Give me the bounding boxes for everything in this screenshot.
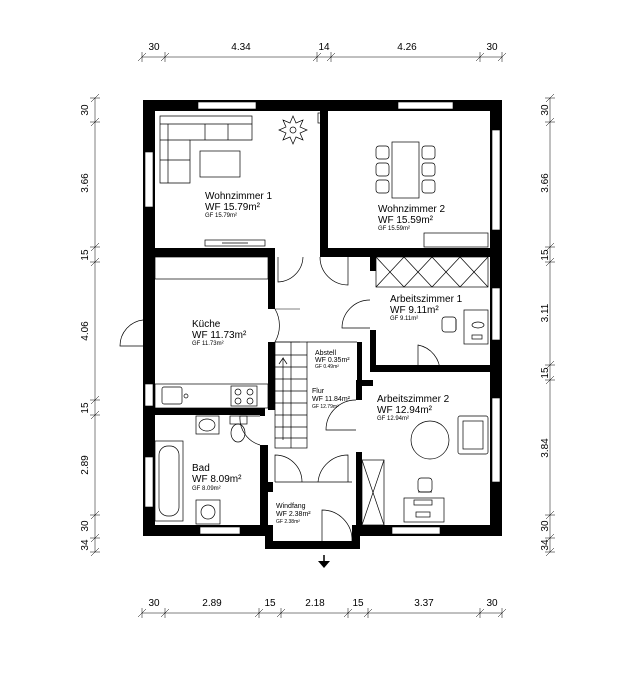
room-wf: WF 15.79m² (205, 202, 261, 213)
dim-right-4: 15 (540, 367, 551, 379)
entrance-arrow-icon (318, 555, 330, 568)
dim-top-0: 30 (148, 42, 160, 53)
dim-bottom-5: 3.37 (414, 598, 434, 609)
room-wf: WF 2.38m² (276, 511, 311, 518)
dim-bottom-6: 30 (486, 598, 498, 609)
plant-icon (278, 115, 308, 145)
dim-right-6: 30 (540, 520, 551, 532)
room-name: Wohnzimmer 1 (205, 191, 272, 202)
windows (144, 101, 501, 535)
dim-left-5: 2.89 (80, 455, 91, 475)
chair-2-icon (417, 477, 433, 493)
dim-left-7: 34 (80, 539, 91, 551)
dim-bottom-2: 15 (264, 598, 276, 609)
dim-right-0: 30 (540, 104, 551, 116)
chair-icon (441, 316, 457, 333)
dim-bottom-4: 15 (352, 598, 364, 609)
room-gf: GF 2.38m² (276, 519, 300, 525)
dim-right-1: 3.66 (540, 173, 551, 193)
room-name: Abstell (315, 350, 336, 357)
dim-top-1: 4.34 (231, 42, 251, 53)
toilet-icon (229, 415, 248, 443)
dim-right-2: 15 (540, 249, 551, 261)
bathtub-icon (154, 440, 184, 522)
round-table-icon (410, 420, 450, 460)
dim-left-3: 4.06 (80, 321, 91, 341)
room-label-wohnzimmer1: Wohnzimmer 1 WF 15.79m² GF 15.79m² (205, 191, 272, 219)
desk-icon (463, 309, 489, 345)
sofa-icon (159, 115, 253, 184)
dim-right-7: 34 (540, 539, 551, 551)
dim-left-2: 15 (80, 249, 91, 261)
desk-2-icon (403, 497, 445, 523)
room-label-wohnzimmer2: Wohnzimmer 2 WF 15.59m² GF 15.59m² (378, 204, 445, 232)
cabinet-icon (154, 256, 269, 280)
armchair-icon (457, 415, 489, 455)
sideboard-icon (423, 232, 489, 248)
room-label-flur: Flur WF 11.84m² GF 12.79m² (312, 388, 351, 410)
washing-machine-icon (195, 499, 221, 525)
dim-bottom-3: 2.18 (305, 598, 325, 609)
sink-icon (195, 415, 220, 435)
dining-table-icon (375, 141, 436, 199)
dimension-lines: 30 4.34 14 4.26 30 30 2.89 15 2.18 15 3.… (80, 42, 555, 618)
room-gf: GF 9.11m² (390, 316, 418, 322)
dim-right-3: 3.11 (540, 303, 551, 322)
room-name: Bad (192, 463, 210, 474)
dim-left-4: 15 (80, 402, 91, 414)
room-wf: WF 12.94m² (377, 405, 433, 416)
room-label-abstell: Abstell WF 0.35m² GF 0.49m² (315, 350, 350, 370)
dim-bottom-1: 2.89 (202, 598, 222, 609)
room-name: Wohnzimmer 2 (378, 204, 445, 215)
dim-left-6: 30 (80, 520, 91, 532)
dim-left-1: 3.66 (80, 173, 91, 193)
room-label-bad: Bad WF 8.09m² GF 8.09m² (192, 463, 242, 492)
room-label-arbeitszimmer2: Arbeitszimmer 2 WF 12.94m² GF 12.94m² (377, 394, 450, 422)
dim-top-4: 30 (486, 42, 498, 53)
room-gf: GF 15.59m² (378, 226, 410, 232)
column-icon (317, 112, 324, 124)
room-wf: WF 8.09m² (192, 474, 242, 485)
room-wf: WF 11.73m² (192, 330, 247, 341)
room-gf: GF 15.79m² (205, 213, 237, 219)
room-gf: GF 8.09m² (192, 486, 221, 492)
room-name: Küche (192, 319, 221, 330)
room-name: Arbeitszimmer 2 (377, 394, 450, 405)
room-gf: GF 12.79m² (312, 404, 339, 410)
dim-bottom-0: 30 (148, 598, 160, 609)
room-name: Arbeitszimmer 1 (390, 294, 463, 305)
room-wf: WF 9.11m² (390, 305, 439, 316)
room-name: Windfang (276, 503, 306, 510)
tv-icon (204, 239, 266, 247)
kitchen-counter-icon (154, 383, 269, 409)
room-gf: GF 0.49m² (315, 364, 339, 370)
doors (119, 256, 441, 542)
stove-icon (230, 385, 258, 407)
room-label-kueche: Küche WF 11.73m² GF 11.73m² (192, 319, 247, 347)
room-label-windfang: Windfang WF 2.38m² GF 2.38m² (276, 503, 311, 525)
dim-top-3: 4.26 (397, 42, 417, 53)
room-wf: WF 0.35m² (315, 357, 350, 364)
room-gf: GF 11.73m² (192, 341, 224, 347)
dim-left-0: 30 (80, 104, 91, 116)
room-name: Flur (312, 388, 325, 395)
room-gf: GF 12.94m² (377, 416, 409, 422)
partitions (275, 341, 385, 526)
dim-right-5: 3.84 (540, 438, 551, 458)
stairs-icon (274, 341, 308, 449)
dim-top-2: 14 (318, 42, 330, 53)
room-wf: WF 11.84m² (312, 396, 351, 403)
coffee-table-icon (199, 150, 241, 178)
wardrobe-icon (375, 256, 489, 288)
room-label-arbeitszimmer1: Arbeitszimmer 1 WF 9.11m² GF 9.11m² (390, 294, 463, 322)
room-wf: WF 15.59m² (378, 215, 434, 226)
